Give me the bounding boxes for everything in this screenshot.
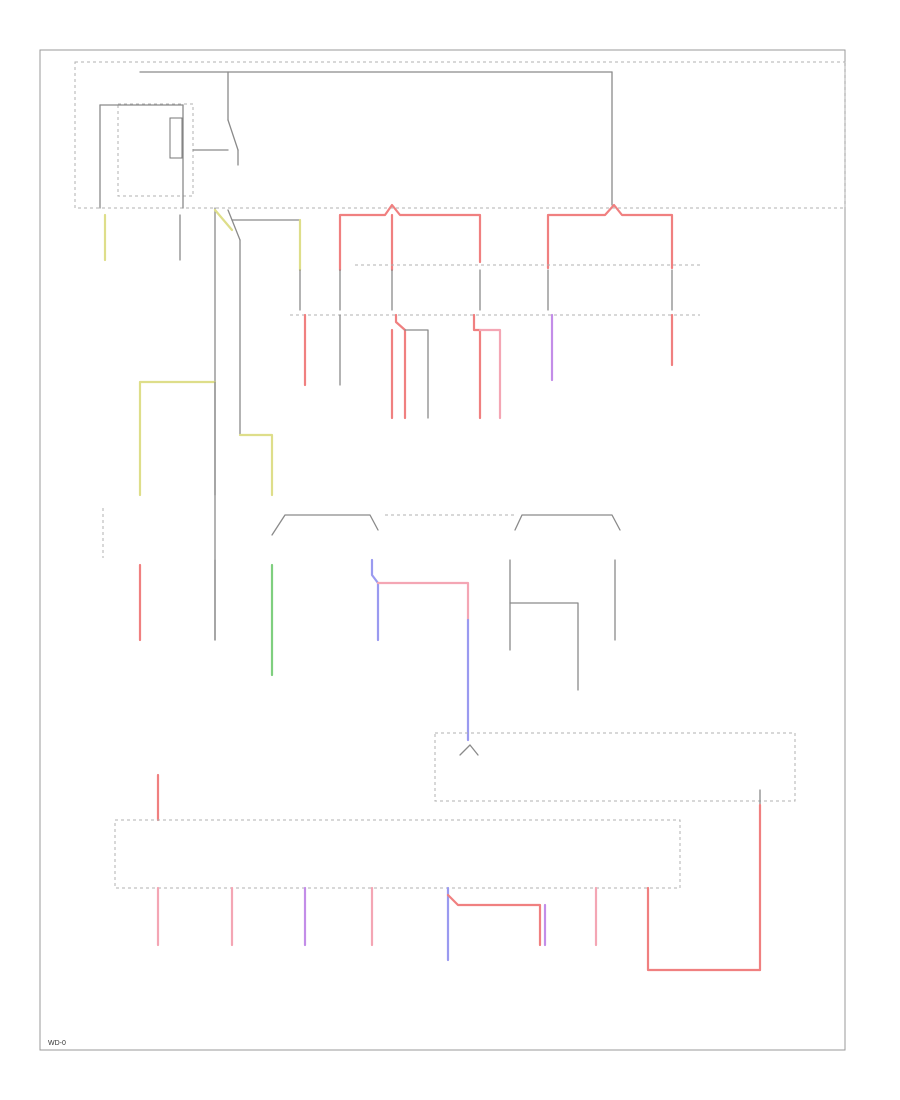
- wire-yellow-diag: [213, 208, 234, 232]
- mid-out-4b: [376, 581, 470, 622]
- bottom-fuse-box: [114, 819, 681, 889]
- bottom-out-7: [646, 886, 762, 972]
- mid-bus-right: [514, 514, 621, 531]
- top-row-wires: [103, 207, 302, 641]
- ignition-switch-block: [74, 61, 846, 209]
- relay-contact: [459, 744, 479, 756]
- out-top-4b: [478, 328, 502, 420]
- relay-box: [434, 732, 796, 972]
- mid-out-5: [509, 559, 579, 691]
- middle-section: [102, 380, 621, 742]
- wire-yellow-mid: [138, 380, 217, 497]
- ignition-switch-box: [74, 61, 846, 209]
- page-border: [39, 49, 846, 1051]
- out-top-3a: [394, 313, 407, 420]
- relay-coil: [169, 117, 183, 159]
- out-top-3b: [404, 329, 429, 419]
- wire-gray-diag: [227, 209, 241, 241]
- wire-yellow-mid-right: [238, 433, 274, 497]
- mid-out-4: [370, 558, 380, 642]
- bottom-out-5b: [446, 893, 542, 947]
- mid-bus: [271, 514, 379, 536]
- footer-code: WD-0: [48, 1040, 66, 1047]
- switch-blade: [227, 119, 239, 151]
- red-feed-3: [546, 203, 674, 270]
- relay-box-outline: [434, 732, 796, 802]
- fuse-box-top: [290, 264, 700, 316]
- out-top-4a: [472, 313, 482, 420]
- bottom-fuse-panel: [114, 773, 762, 972]
- red-feeders: [338, 203, 674, 272]
- top-fuse-outputs: [303, 313, 674, 420]
- red-feed-1: [338, 203, 482, 272]
